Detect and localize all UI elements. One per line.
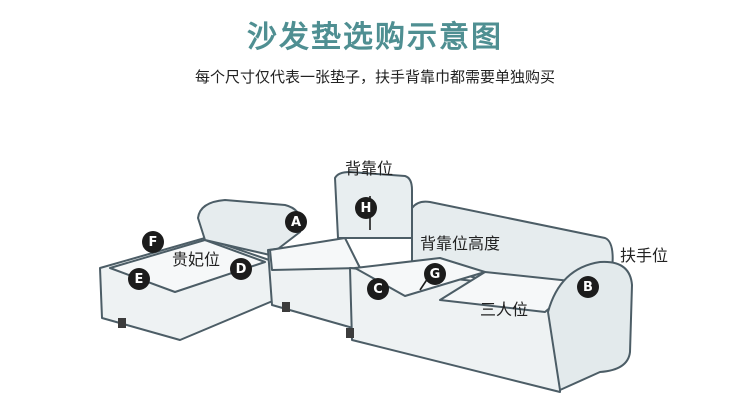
marker-e: E bbox=[128, 268, 150, 290]
marker-b: B bbox=[577, 276, 599, 298]
page-subtitle: 每个尺寸仅代表一张垫子，扶手背靠巾都需要单独购买 bbox=[194, 68, 555, 86]
three-seat-label: 三人位 bbox=[480, 300, 529, 319]
marker-h: H bbox=[355, 197, 377, 219]
backrest-label: 背靠位 bbox=[345, 159, 394, 178]
page-title: 沙发垫选购示意图 bbox=[247, 20, 503, 55]
marker-d: D bbox=[230, 258, 252, 280]
backrest-height-label: 背靠位高度 bbox=[420, 234, 501, 253]
armrest-label: 扶手位 bbox=[620, 246, 669, 265]
marker-g: G bbox=[424, 263, 446, 285]
chaise-label: 贵妃位 bbox=[172, 250, 221, 269]
marker-a: A bbox=[285, 211, 307, 233]
marker-f: F bbox=[142, 231, 164, 253]
marker-c: C bbox=[367, 278, 389, 300]
